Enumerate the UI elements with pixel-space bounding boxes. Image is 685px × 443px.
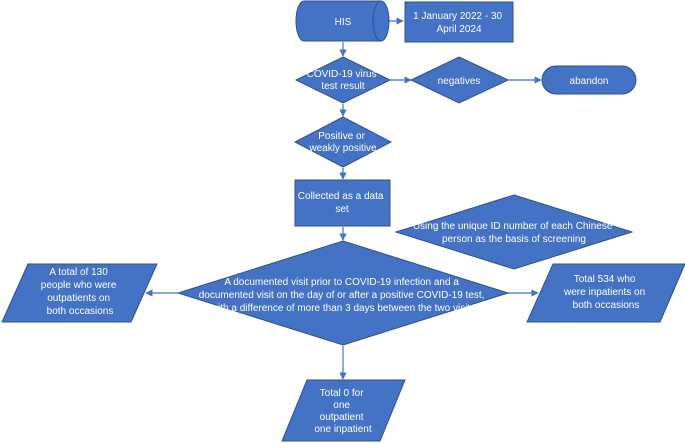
main-decision-label: A documented visit prior to COVID-19 inf… <box>199 277 487 314</box>
node-covid-test: COVID-19 virus test result <box>294 56 392 104</box>
node-outpatients: A total of 130 people who were outpatien… <box>1 263 158 323</box>
date-range-label: 1 January 2022 - 30 April 2024 <box>413 11 505 35</box>
positive-label: Positive or weakly positive <box>308 131 377 154</box>
inpatients-label: Total 534 who were inpatients on both oc… <box>563 274 648 311</box>
abandon-label: abandon <box>570 76 609 87</box>
unique-id-label: Using the unique ID number of each Chine… <box>413 221 615 245</box>
edges <box>145 17 542 380</box>
node-main-decision: A documented visit prior to COVID-19 inf… <box>176 240 510 346</box>
node-unique-id: Using the unique ID number of each Chine… <box>394 194 634 270</box>
negatives-label: negatives <box>438 76 481 87</box>
covid-test-label: COVID-19 virus test result <box>307 69 380 92</box>
node-collected: Collected as a data set <box>294 179 391 227</box>
mixed-label: Total 0 for one outpatient one inpatient <box>314 388 371 435</box>
node-mixed: Total 0 for one outpatient one inpatient <box>281 379 406 442</box>
his-label: HIS <box>335 17 352 28</box>
collected-label: Collected as a data set <box>298 191 386 215</box>
node-inpatients: Total 534 who were inpatients on both oc… <box>526 263 685 323</box>
node-positive: Positive or weakly positive <box>293 116 393 168</box>
node-his: HIS <box>295 0 390 42</box>
node-abandon: abandon <box>541 65 637 95</box>
node-negatives: negatives <box>409 56 510 104</box>
outpatients-label: A total of 130 people who were outpatien… <box>41 267 119 317</box>
node-date-range: 1 January 2022 - 30 April 2024 <box>404 1 514 43</box>
